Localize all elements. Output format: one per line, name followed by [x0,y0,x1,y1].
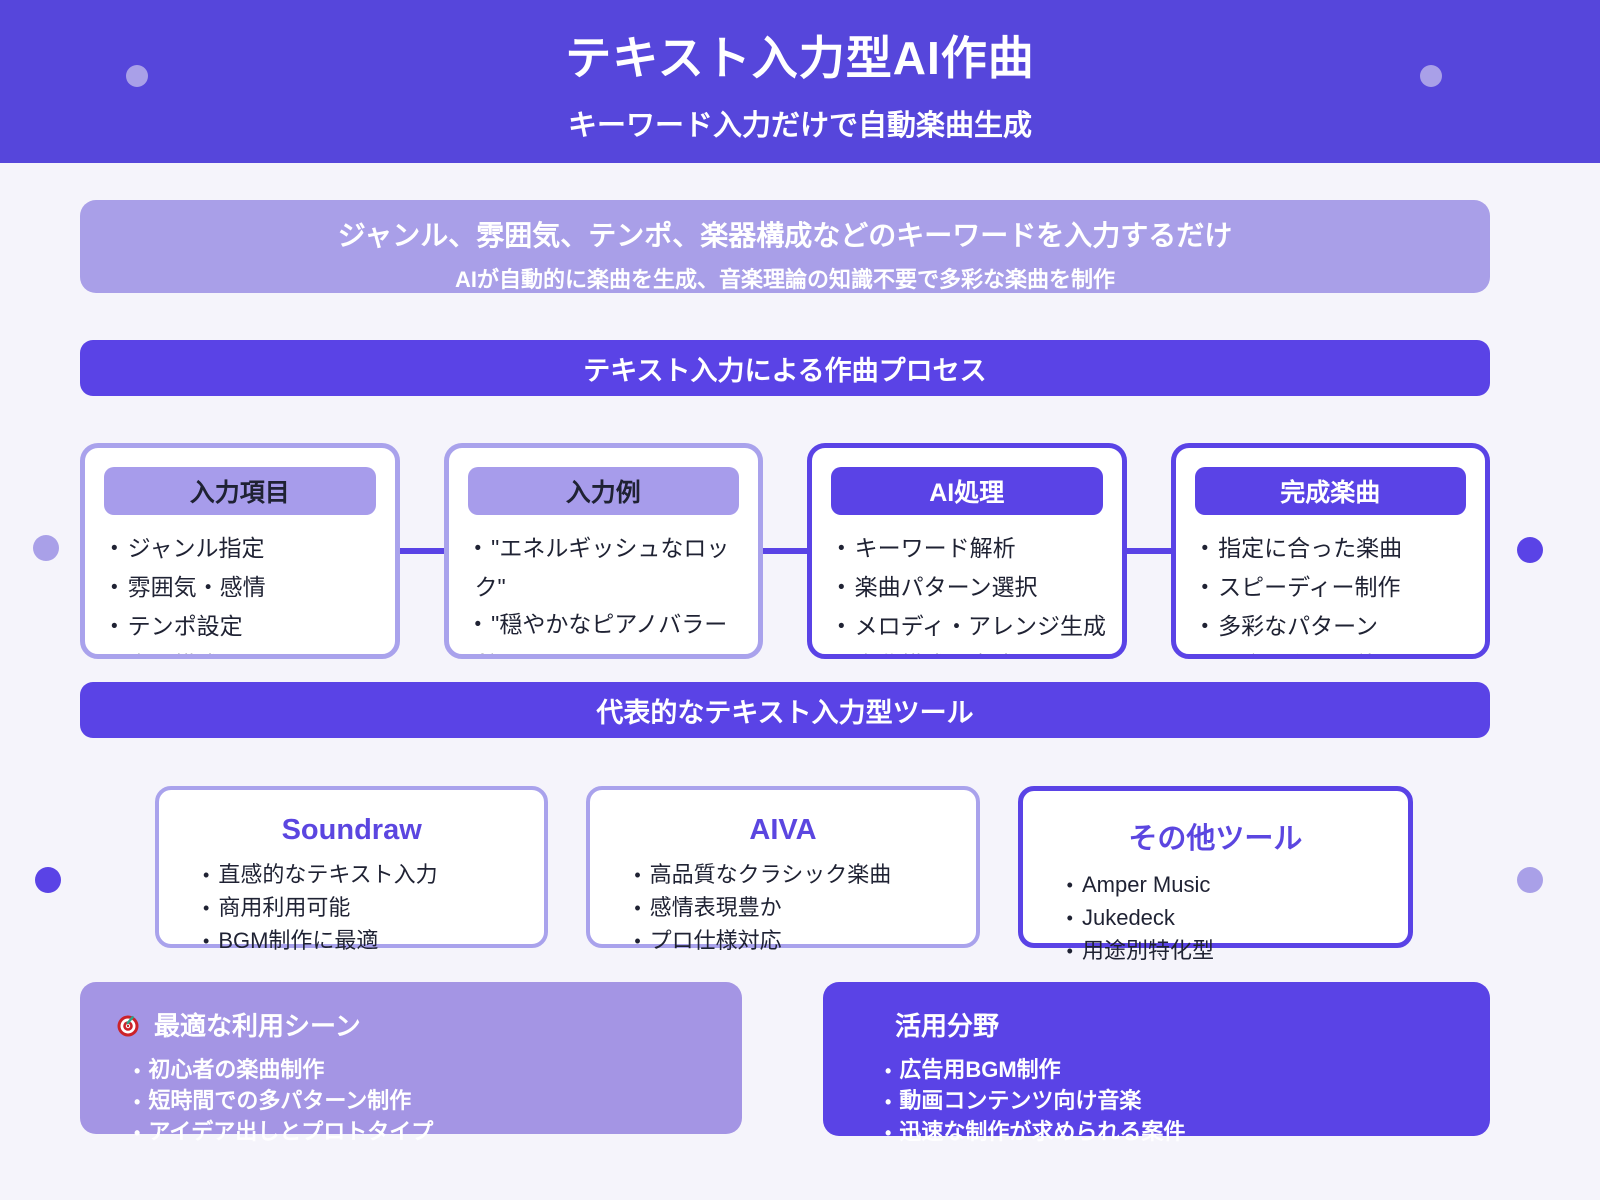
list-item: 指定に合った楽曲 [1202,530,1480,569]
list-item: 動画コンテンツ向け音楽 [885,1086,1490,1117]
decor-dot [1517,537,1543,563]
decor-dot [1517,867,1543,893]
list-item: 多彩なパターン [1202,608,1480,647]
tools-row: Soundraw 直感的なテキスト入力 商用利用可能 BGM制作に最適 AIVA… [155,786,1413,963]
application-fields-box: 活用分野 広告用BGM制作 動画コンテンツ向け音楽 迅速な制作が求められる案件 [823,982,1490,1144]
list-item: Jukedeck [1067,902,1398,935]
application-fields-title-row: 活用分野 [895,1006,1490,1043]
process-card-list: 指定に合った楽曲 スピーディー制作 多彩なパターン 即座に利用可能 [1202,530,1480,654]
process-card-list: "エネルギッシュなロック" "穏やかなピアノバラード" "アップテンポなジャズ"… [475,530,753,654]
list-item: キーワード解析 [838,530,1116,569]
list-item: 初心者の楽曲制作 [134,1055,742,1086]
list-item: 高品質なクラシック楽曲 [634,859,965,892]
application-fields-list: 広告用BGM制作 動画コンテンツ向け音楽 迅速な制作が求められる案件 [885,1055,1490,1148]
page-title: テキスト入力型AI作曲 [565,32,1035,84]
process-connector-line [140,548,1430,554]
list-item: テンポ設定 [111,608,389,647]
process-card-list: キーワード解析 楽曲パターン選択 メロディ・アレンジ生成 楽曲構成・完成 [838,530,1116,654]
use-cases-list: 初心者の楽曲制作 短時間での多パターン制作 アイデア出しとプロトタイプ [134,1055,742,1148]
tool-card-list: 高品質なクラシック楽曲 感情表現豊か プロ仕様対応 [634,859,965,958]
process-card-title: 完成楽曲 [1194,467,1466,515]
intro-banner: ジャンル、雰囲気、テンポ、楽器構成などのキーワードを入力するだけ AIが自動的に… [80,200,1490,293]
process-card-title: 入力例 [467,467,739,515]
use-cases-title-row: 最適な利用シーン [116,1006,742,1043]
decor-dot [33,535,59,561]
section-title-tools: 代表的なテキスト入力型ツール [80,682,1490,738]
process-card-input-items: 入力項目 ジャンル指定 雰囲気・感情 テンポ設定 楽器構成 [80,443,400,659]
list-item: 楽曲パターン選択 [838,569,1116,608]
list-item: 直感的なテキスト入力 [203,859,534,892]
process-card-finished-music: 完成楽曲 指定に合った楽曲 スピーディー制作 多彩なパターン 即座に利用可能 [1170,443,1490,659]
list-item: BGM制作に最適 [203,925,534,958]
tool-card-title: Soundraw [281,814,422,846]
tool-card-other-tools: その他ツール Amper Music Jukedeck 用途別特化型 [1017,786,1413,963]
process-card-ai-processing: AI処理 キーワード解析 楽曲パターン選択 メロディ・アレンジ生成 楽曲構成・完… [807,443,1127,659]
use-cases-box: 最適な利用シーン 初心者の楽曲制作 短時間での多パターン制作 アイデア出しとプロ… [80,982,742,1144]
list-item: 商用利用可能 [203,892,534,925]
process-card-title: AI処理 [831,467,1103,515]
header-banner: テキスト入力型AI作曲 キーワード入力だけで自動楽曲生成 [0,0,1600,163]
list-item: 楽器構成 [111,647,389,654]
list-item: ジャンル指定 [111,530,389,569]
list-item: メロディ・アレンジ生成 [838,608,1116,647]
list-item: 楽曲構成・完成 [838,647,1116,654]
list-item: 広告用BGM制作 [885,1055,1490,1086]
process-row: 入力項目 ジャンル指定 雰囲気・感情 テンポ設定 楽器構成 入力例 "エネルギッ… [80,443,1490,659]
intro-line-1: ジャンル、雰囲気、テンポ、楽器構成などのキーワードを入力するだけ [337,220,1233,251]
decor-dot [126,65,148,87]
list-item: スピーディー制作 [1202,569,1480,608]
application-fields-title: 活用分野 [895,1011,1000,1041]
list-item: Amper Music [1067,869,1398,902]
tool-card-title: その他ツール [1128,823,1303,855]
tool-card-list: 直感的なテキスト入力 商用利用可能 BGM制作に最適 [203,859,534,958]
list-item: 迅速な制作が求められる案件 [885,1117,1490,1148]
process-card-list: ジャンル指定 雰囲気・感情 テンポ設定 楽器構成 [111,530,389,654]
tool-card-title: AIVA [749,814,817,846]
list-item: プロ仕様対応 [634,925,965,958]
decor-dot [1420,65,1442,87]
list-item: 感情表現豊か [634,892,965,925]
decor-dot [35,867,61,893]
page-subtitle: キーワード入力だけで自動楽曲生成 [567,110,1032,142]
list-item: "穏やかなピアノバラード" [475,606,753,654]
dartboard-icon [117,1015,139,1036]
list-item: 即座に利用可能 [1202,647,1480,654]
section-title-process: テキスト入力による作曲プロセス [80,340,1490,396]
list-item: "エネルギッシュなロック" [475,530,753,606]
list-item: 短時間での多パターン制作 [134,1086,742,1117]
tool-card-soundraw: Soundraw 直感的なテキスト入力 商用利用可能 BGM制作に最適 [155,786,549,953]
tool-card-aiva: AIVA 高品質なクラシック楽曲 感情表現豊か プロ仕様対応 [586,786,980,953]
process-card-input-examples: 入力例 "エネルギッシュなロック" "穏やかなピアノバラード" "アップテンポな… [443,443,763,659]
tool-card-list: Amper Music Jukedeck 用途別特化型 [1067,869,1398,968]
process-card-title: 入力項目 [104,467,376,515]
list-item: 雰囲気・感情 [111,569,389,608]
use-cases-title: 最適な利用シーン [154,1011,361,1041]
intro-line-2: AIが自動的に楽曲を生成、音楽理論の知識不要で多彩な楽曲を制作 [454,267,1115,292]
list-item: 用途別特化型 [1067,935,1398,968]
list-item: アイデア出しとプロトタイプ [134,1117,742,1148]
